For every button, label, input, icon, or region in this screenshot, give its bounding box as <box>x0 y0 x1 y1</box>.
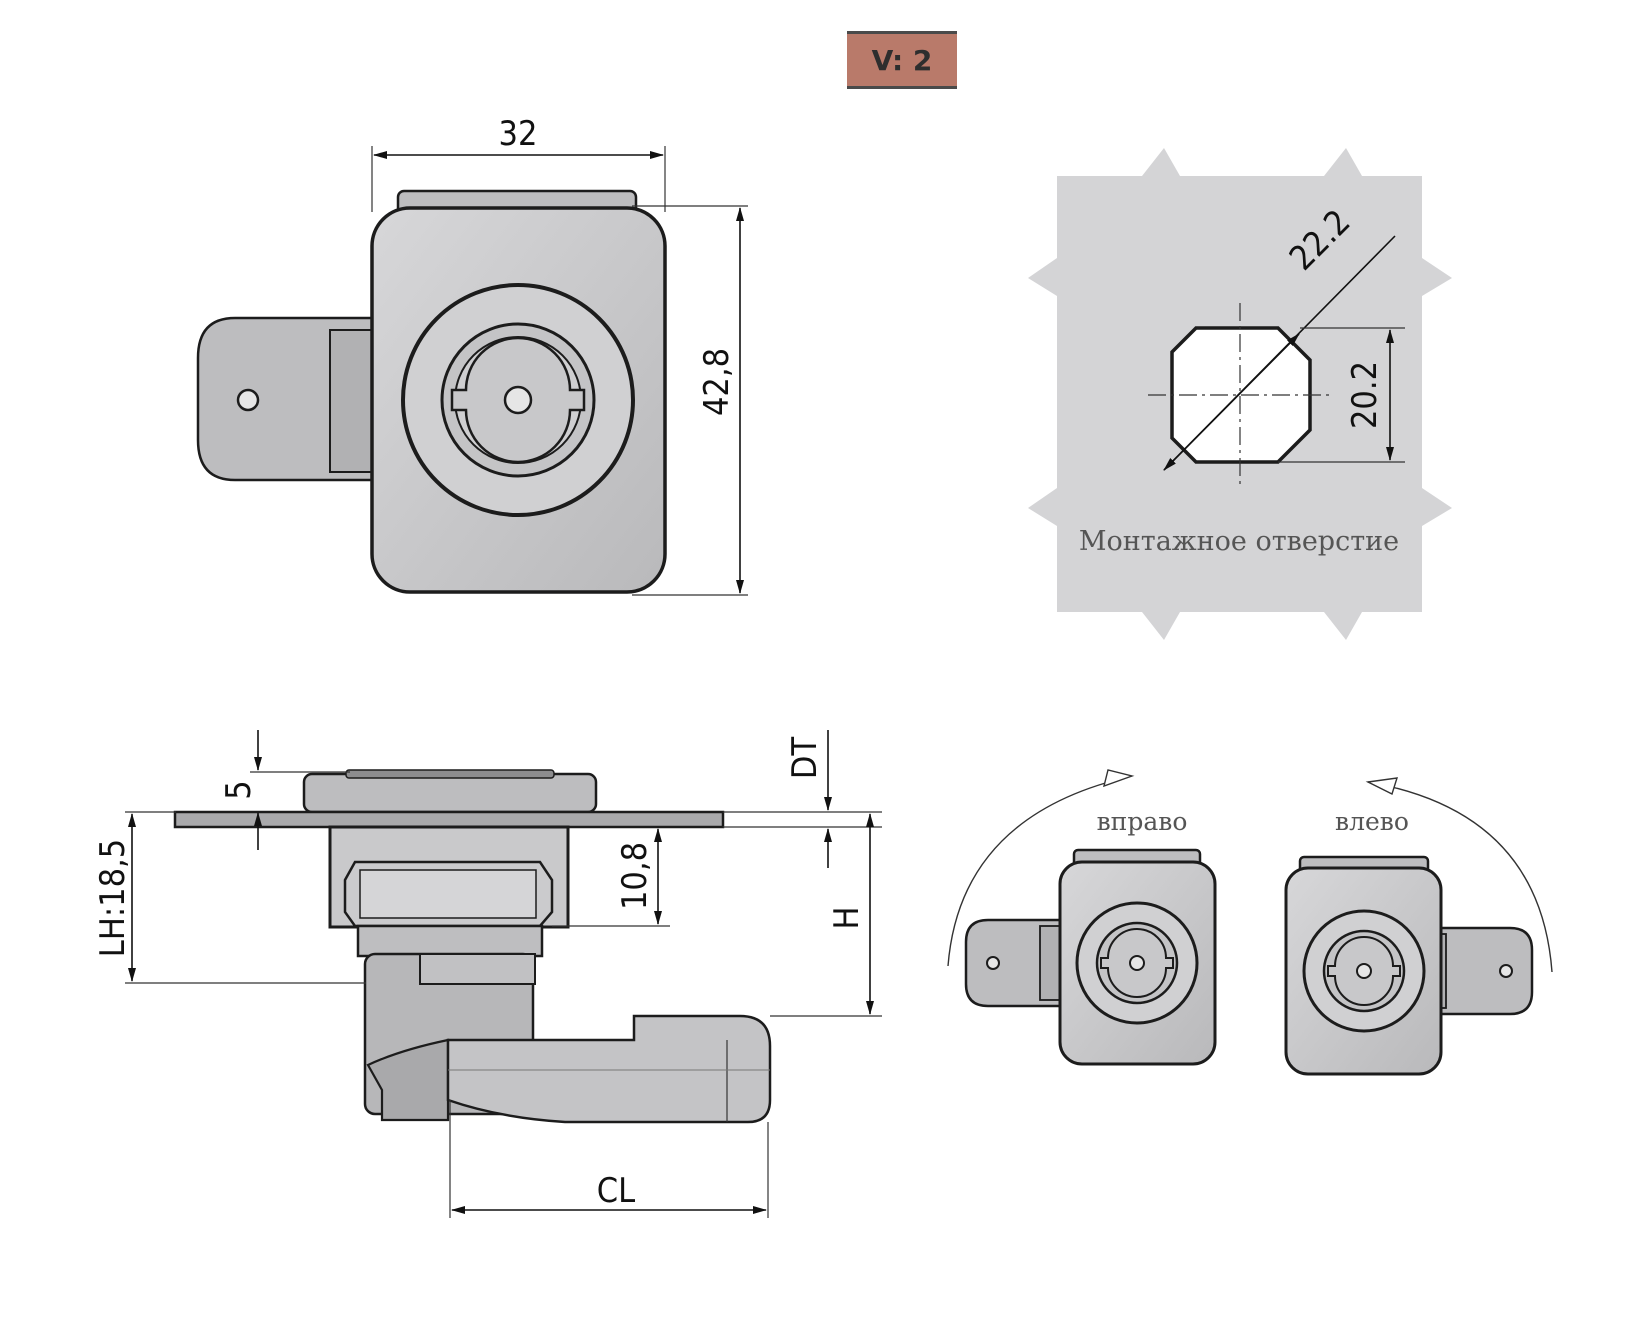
front-view-lock <box>196 189 667 594</box>
dim-flat-label: 20.2 <box>1345 361 1385 429</box>
dim-5-label: 5 <box>219 780 259 799</box>
dim-width-label: 32 <box>499 114 538 154</box>
rotate-right-label: вправо <box>1097 807 1188 836</box>
side-view-lock <box>173 769 772 1124</box>
dim-lh-label: LH:18,5 <box>93 839 133 957</box>
mount-hole-caption: Монтажное отверстие <box>1079 526 1399 557</box>
rotation-left-view: влево <box>1284 777 1553 1076</box>
mount-hole-panel: 22.2 20.2 Монтажное отверстие <box>1028 148 1452 640</box>
version-badge: V: 2 <box>847 31 957 89</box>
rotate-left-label: влево <box>1335 807 1409 836</box>
dim-cl-label: CL <box>597 1171 635 1211</box>
rotation-right-view: вправо <box>947 769 1217 1066</box>
dim-10-8-label: 10,8 <box>615 842 655 910</box>
version-badge-text: V: 2 <box>871 43 933 77</box>
dim-dt-label: DT <box>785 737 825 780</box>
dim-height-label: 42,8 <box>697 348 737 416</box>
dim-h-label: H <box>827 906 867 929</box>
side-view-dimensions: 5 DT LH:18,5 10,8 H CL <box>93 730 882 1218</box>
front-view-dimensions: 32 42,8 <box>371 114 748 596</box>
